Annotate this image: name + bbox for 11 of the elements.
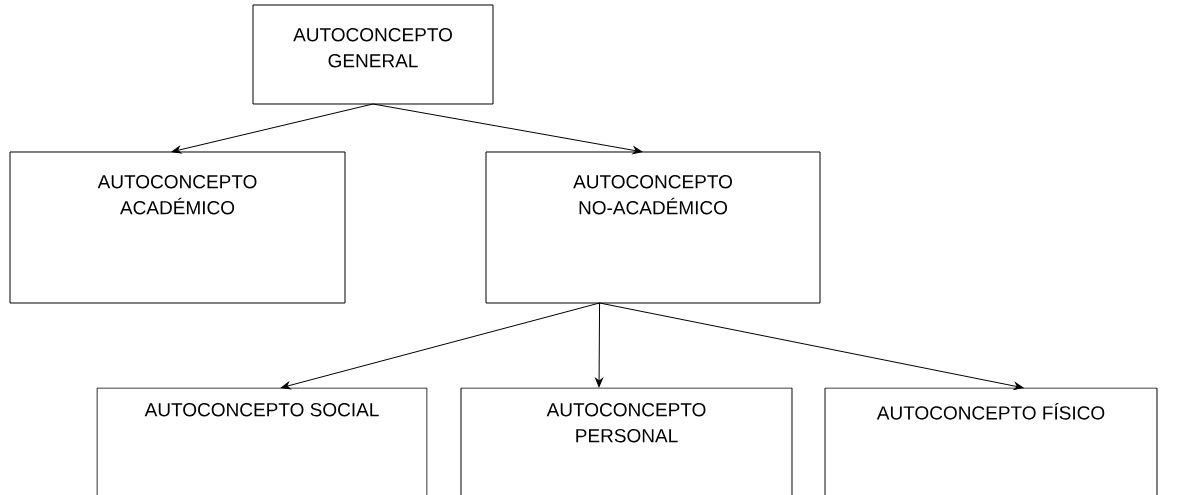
concept-box: AUTOCONCEPTO ACADÉMICO — [9, 151, 346, 304]
arrow — [171, 103, 374, 154]
arrow — [280, 302, 601, 390]
concept-box: AUTOCONCEPTO PERSONAL — [460, 387, 793, 495]
arrow — [599, 302, 1024, 390]
concept-box: AUTOCONCEPTO GENERAL — [252, 4, 494, 105]
arrow — [595, 302, 603, 388]
arrow — [372, 103, 643, 155]
concept-box: AUTOCONCEPTO NO-ACADÉMICO — [485, 151, 821, 304]
concept-box: AUTOCONCEPTO FÍSICO — [824, 387, 1158, 495]
concept-box: AUTOCONCEPTO SOCIAL — [96, 387, 428, 495]
